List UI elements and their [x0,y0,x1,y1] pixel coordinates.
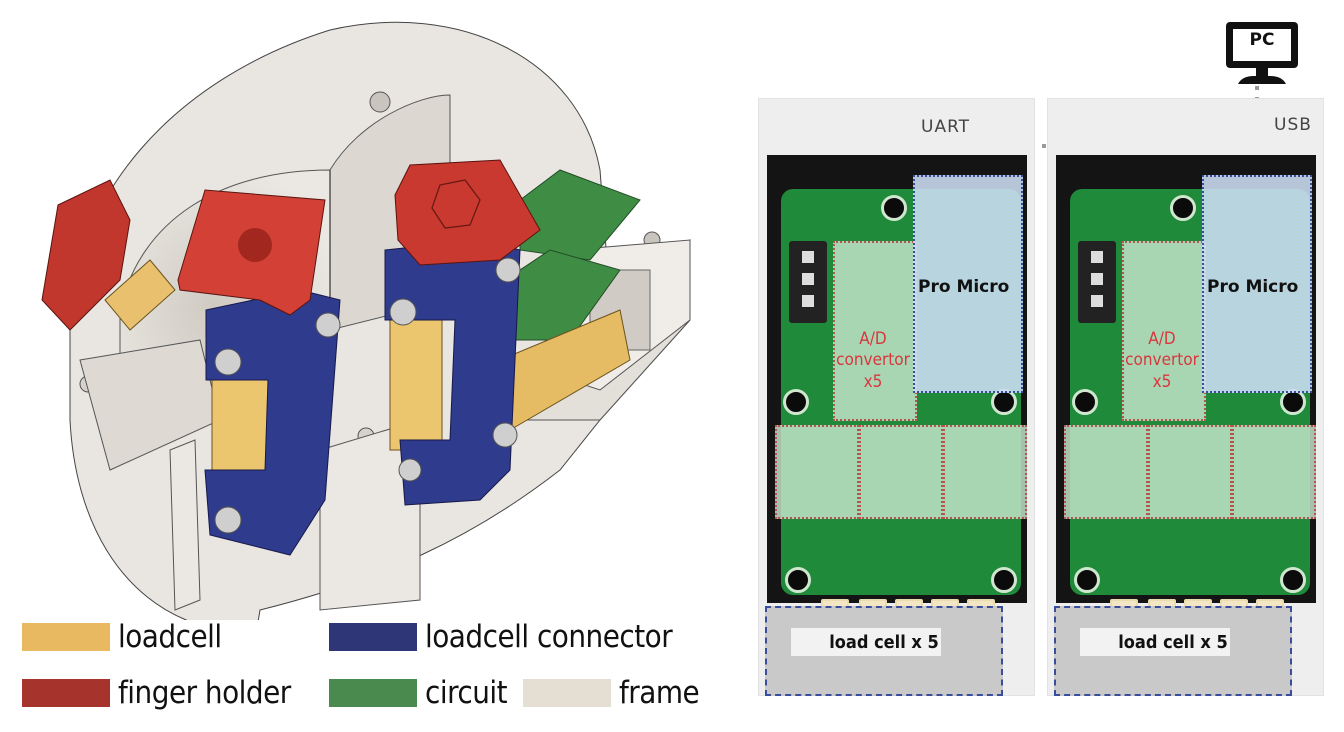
mount-hole [1072,389,1098,415]
ad-converter-module [1064,425,1148,519]
uart-label: UART [921,117,971,137]
mount-hole [881,195,907,221]
board-panel-2: USB A/D convertor x5 Pro Micro [1047,98,1324,696]
mount-hole [1074,567,1100,593]
mount-hole [991,567,1017,593]
loadcell-photo: load cell x 5 [765,606,1003,696]
legend-item-loadcell-connector: loadcell connector [329,617,673,657]
ad-converter-module [1232,425,1316,519]
circuit-part [504,169,641,341]
monitor-icon [1226,22,1298,84]
mount-hole [1280,567,1306,593]
ad-converter-module [859,425,943,519]
legend-label: loadcell [118,618,222,655]
enclosure: A/D convertor x5 Pro Micro [1056,155,1316,661]
board-panel-1: UART A/D convertor x5 Pro Micro [758,98,1035,696]
loadcell-label: load cell x 5 [829,632,939,653]
enclosure: A/D convertor x5 Pro Micro [767,155,1027,661]
pro-micro-label: Pro Micro [1207,277,1299,297]
pcb: A/D convertor x5 Pro Micro [775,175,1027,661]
legend-swatch-loadcell [22,623,110,651]
mount-hole [1170,195,1196,221]
loadcell-connector-part [204,239,521,556]
ad-converter-label: A/D convertor x5 [1125,329,1199,392]
pc-label: PC [1249,30,1275,50]
legend-label: circuit [425,674,508,711]
mount-hole [785,567,811,593]
legend-swatch-finger-holder [22,679,110,707]
legend-item-finger-holder: finger holder [22,673,291,713]
ad-converter-module [833,241,917,421]
legend-item-circuit: circuit [329,673,508,713]
ad-converter-module [1148,425,1232,519]
loadcell-bar [1080,628,1230,656]
usb-label: USB [1274,115,1312,135]
legend-label: loadcell connector [425,618,673,655]
legend-item-frame: frame [523,673,700,713]
hand-device-3d-model [41,21,691,620]
loadcell-bar [791,628,941,656]
legend-item-loadcell: loadcell [22,617,222,657]
switch-icon [789,241,827,323]
ad-converter-module [775,425,859,519]
legend-label: finger holder [118,674,291,711]
loadcell-photo: load cell x 5 [1054,606,1292,696]
ad-converter-module [943,425,1027,519]
pro-micro-module [1202,175,1312,393]
legend-swatch-frame [523,679,611,707]
switch-icon [1078,241,1116,323]
pro-micro-label: Pro Micro [918,277,1010,297]
legend-swatch-loadcell-connector [329,623,417,651]
ad-converter-label: A/D convertor x5 [836,329,910,392]
pcb: A/D convertor x5 Pro Micro [1064,175,1316,661]
legend-swatch-circuit [329,679,417,707]
pro-micro-module [913,175,1023,393]
loadcell-label: load cell x 5 [1118,632,1228,653]
legend-label: frame [619,674,700,711]
finger-holder-part [41,159,541,331]
mount-hole [783,389,809,415]
